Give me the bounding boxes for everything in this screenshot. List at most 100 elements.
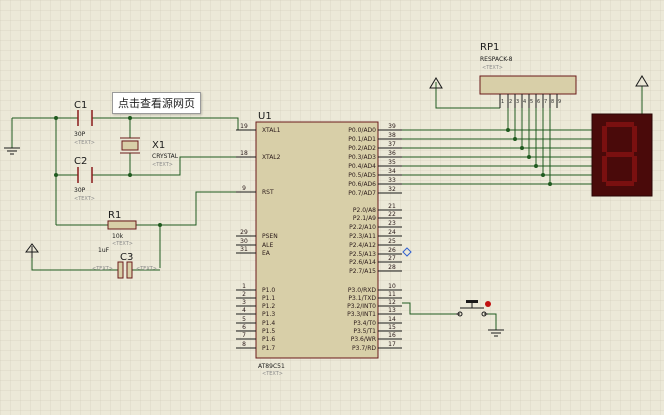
u1-right-pin-name: P0.0/AD0 [348,127,376,134]
u1-right-pin-number: 36 [388,150,396,157]
power-terminal-display-icon [635,75,649,87]
c3-text-right: <TEXT> [136,266,157,272]
u1-right-pin-name: P2.4/A12 [349,242,376,249]
c1-text: <TEXT> [74,140,95,146]
u1-right-pin-number: 15 [388,324,396,331]
c2-text: <TEXT> [74,196,95,202]
wires [11,82,643,330]
rp1-ref: RP1 [480,42,499,53]
u1-right-pin-number: 11 [388,291,396,298]
rp1-value: RESPACK-8 [480,56,513,63]
u1-part: AT89C51 [258,363,285,370]
capacitor-c3[interactable]: 1uF C3 <TEXT> <TEXT> [92,247,157,279]
u1-right-pin-number: 22 [388,211,396,218]
u1-right-pin-name: P2.1/A9 [353,215,376,222]
rp1-pin-number: 5 [530,99,533,105]
u1-left-pin: 3P1.2 [236,299,275,310]
seven-segment-display[interactable]: 8 [591,113,653,232]
rp1-pin: 4 [521,94,526,108]
u1-left-pin-name: P1.3 [262,311,275,318]
u1-ref: U1 [258,111,272,122]
rp1-text: <TEXT> [482,65,503,71]
u1-right-pin-number: 14 [388,316,396,323]
rp1-pin: 5 [528,94,533,108]
u1-right-pin-name: P0.5/AD5 [348,172,376,179]
rp1-pin-number: 6 [537,99,540,105]
u1-right-pin-name: P2.0/A8 [353,207,376,214]
rp1-pin: 1 [499,94,504,108]
push-button[interactable] [456,300,491,317]
u1-right-pin-name: P3.4/T0 [353,320,376,327]
resistor-r1[interactable]: R1 10k <TEXT> [107,210,137,247]
capacitor-c1[interactable]: C1 30P <TEXT> [74,100,95,146]
u1-right-pin-number: 28 [388,264,396,271]
microcontroller-u1[interactable]: U1 AT89C51 <TEXT> 19XTAL118XTAL29RST29PS… [236,111,402,377]
ground-symbol-left-icon [4,147,20,155]
rp1-pin-number: 4 [523,99,526,105]
rp1-pin: 3 [514,94,519,108]
power-terminal-c3-icon [25,243,39,258]
u1-left-pin-number: 29 [240,229,248,236]
u1-right-pin-name: P0.3/AD3 [348,154,376,161]
u1-right-pin-number: 27 [388,255,396,262]
c1-value: 30P [74,131,86,138]
rp1-pin: 6 [535,94,540,108]
u1-right-pin-name: P0.6/AD6 [348,181,376,188]
u1-right-pin-number: 13 [388,307,396,314]
u1-left-pin-name: P1.1 [262,295,275,302]
u1-left-pin: 2P1.1 [236,291,275,302]
u1-left-pin-number: 31 [240,246,248,253]
c3-text-left: <TEXT> [92,266,113,272]
u1-left-pin-number: 1 [242,283,246,290]
u1-left-pin-number: 4 [242,307,246,314]
crystal-x1[interactable]: X1 CRYSTAL <TEXT> [120,137,179,168]
capacitor-c2[interactable]: C2 30P <TEXT> [74,156,95,202]
u1-left-pin-number: 19 [240,123,248,130]
u1-right-pin-number: 17 [388,341,396,348]
u1-right-pin-number: 10 [388,283,396,290]
junctions [54,116,552,227]
r1-text: <TEXT> [112,241,133,247]
display-segments [602,122,637,186]
u1-text: <TEXT> [262,371,283,377]
u1-right-pin-name: P3.3/INT1 [347,311,376,318]
u1-left-pin-number: 2 [242,291,246,298]
u1-left-pin-name: XTAL1 [262,127,281,134]
c3-ref: C3 [120,252,133,263]
u1-right-pin-number: 38 [388,132,396,139]
x1-ref: X1 [152,140,165,151]
c1-ref: C1 [74,100,87,111]
u1-right-pin-number: 12 [388,299,396,306]
rp1-pin-number: 9 [558,99,561,105]
power-terminal-rp1-icon [429,77,443,89]
u1-right-pins: 39P0.0/AD038P0.1/AD137P0.2/AD236P0.3/AD3… [347,123,402,352]
rp1-pin: 7 [542,94,547,108]
u1-left-pin-name: ALE [262,242,273,249]
rp1-pin-number: 1 [501,99,504,105]
u1-left-pin: 7P1.6 [236,332,275,343]
tooltip-view-source[interactable]: 点击查看源网页 [112,92,201,114]
rp1-pin-number: 2 [509,99,512,105]
u1-right-pin-number: 23 [388,220,396,227]
ground-symbol-button-icon [488,329,504,337]
u1-left-pin: 8P1.7 [236,341,275,352]
u1-right-pin-name: P3.5/T1 [353,328,376,335]
u1-left-pin-number: 8 [242,341,246,348]
rp1-pin: 2 [507,94,512,108]
